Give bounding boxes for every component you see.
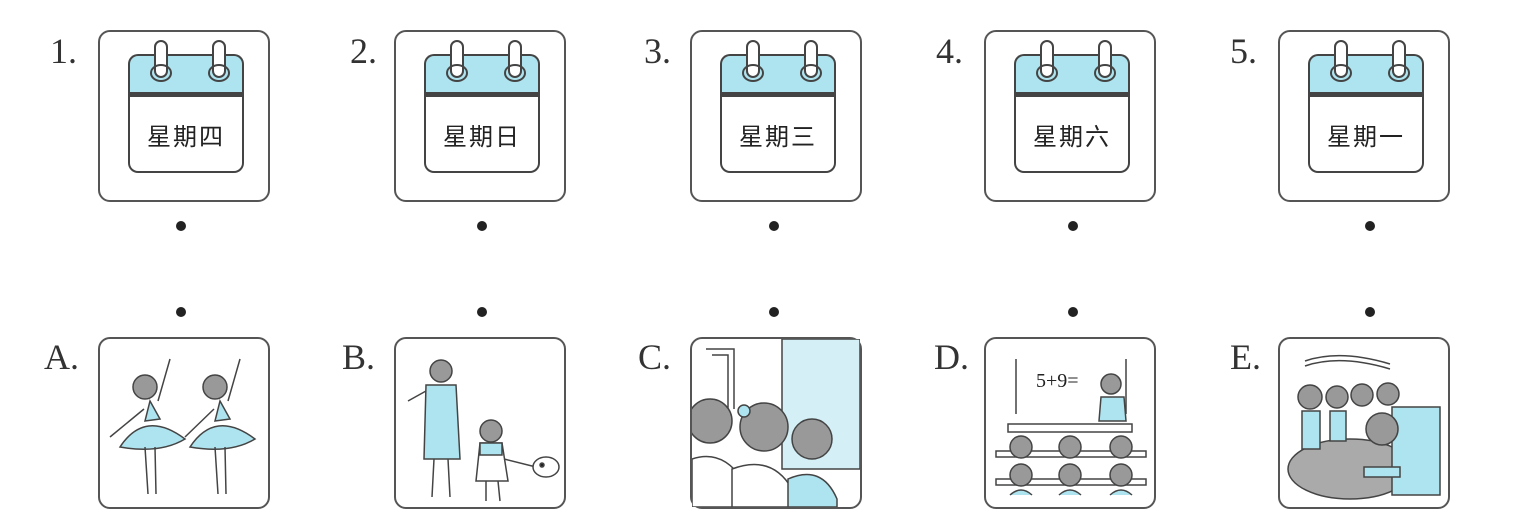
- calendar-icon: 星期一: [1308, 40, 1424, 173]
- activity-card-cinema: [690, 337, 862, 509]
- match-dot-top[interactable]: [769, 221, 779, 231]
- calendar-card: 星期四: [98, 30, 270, 202]
- match-dot-top[interactable]: [477, 221, 487, 231]
- match-dot-top[interactable]: [1068, 221, 1078, 231]
- column-3: 3. 星期三 C.: [638, 0, 942, 530]
- activity-letter: D.: [934, 337, 969, 377]
- activity-letter: C.: [638, 337, 672, 377]
- weekday-label: 星期四: [128, 97, 244, 173]
- match-dot-bottom[interactable]: [176, 307, 186, 317]
- weekday-label: 星期日: [424, 97, 540, 173]
- match-dot-bottom[interactable]: [769, 307, 779, 317]
- match-dot-bottom[interactable]: [1365, 307, 1375, 317]
- day-number: 3.: [644, 31, 671, 71]
- walk-illustration: [407, 359, 560, 502]
- day-number: 4.: [936, 31, 963, 71]
- day-number: 1.: [50, 31, 77, 71]
- match-dot-bottom[interactable]: [1068, 307, 1078, 317]
- column-2: 2. 星期日 B.: [342, 0, 646, 530]
- activity-card-ballet: [98, 337, 270, 509]
- ballet-illustration: [109, 358, 257, 495]
- calendar-icon: 星期三: [720, 40, 836, 173]
- day-number: 5.: [1230, 31, 1257, 71]
- board-equation: 5+9=: [1036, 370, 1079, 392]
- match-dot-top[interactable]: [176, 221, 186, 231]
- music-class-illustration: [1287, 354, 1441, 500]
- activity-letter: E.: [1230, 337, 1261, 377]
- calendar-icon: 星期六: [1014, 40, 1130, 173]
- activity-letter: A.: [44, 337, 79, 377]
- activity-card-math: 5+9=: [984, 337, 1156, 509]
- weekday-label: 星期一: [1308, 97, 1424, 173]
- calendar-card: 星期一: [1278, 30, 1450, 202]
- day-number: 2.: [350, 31, 377, 71]
- weekday-label: 星期六: [1014, 97, 1130, 173]
- calendar-icon: 星期日: [424, 40, 540, 173]
- activity-card-music: [1278, 337, 1450, 509]
- weekday-label: 星期三: [720, 97, 836, 173]
- activity-letter: B.: [342, 337, 376, 377]
- activity-card-walk: [394, 337, 566, 509]
- column-5: 5. 星期一 E.: [1230, 0, 1523, 530]
- match-dot-top[interactable]: [1365, 221, 1375, 231]
- calendar-card: 星期六: [984, 30, 1156, 202]
- calendar-card: 星期三: [690, 30, 862, 202]
- calendar-card: 星期日: [394, 30, 566, 202]
- math-class-illustration: 5+9=: [995, 359, 1147, 496]
- calendar-icon: 星期四: [128, 40, 244, 173]
- ballerina-2: [184, 358, 257, 495]
- ballerina-1: [109, 358, 187, 495]
- cinema-illustration: [692, 339, 860, 507]
- column-4: 4. 星期六 D. 5+9=: [934, 0, 1236, 530]
- match-dot-bottom[interactable]: [477, 307, 487, 317]
- column-1: 1. 星期四 A.: [44, 0, 350, 530]
